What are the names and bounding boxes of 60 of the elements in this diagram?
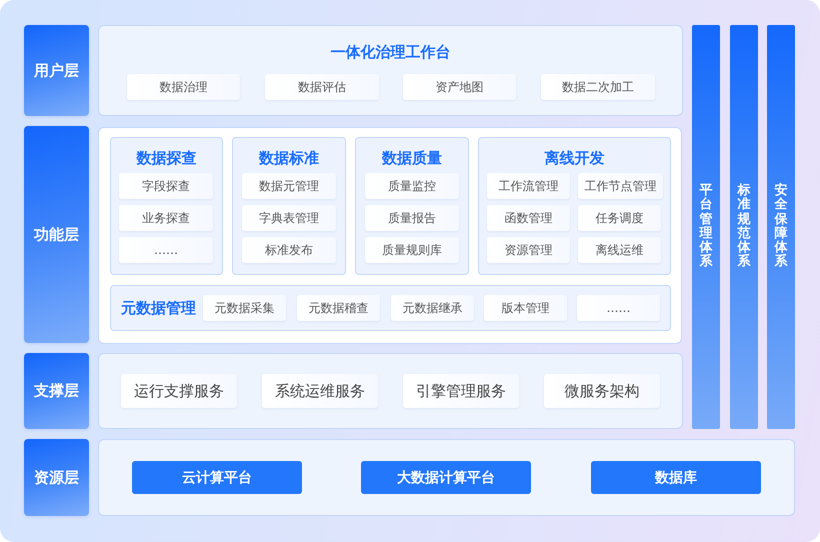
group-title: 元数据管理 — [121, 299, 196, 317]
system-bar — [692, 25, 720, 429]
system-bar — [767, 25, 795, 429]
layer-tile — [24, 439, 89, 516]
feature-tile: …… — [119, 237, 213, 263]
feature-tile: 元数据继承 — [391, 295, 474, 321]
layer-tile — [24, 25, 89, 116]
feature-tile: 标准发布 — [242, 237, 336, 263]
layer-name: 资源层 — [34, 468, 79, 487]
group-title: 离线开发 — [544, 149, 604, 167]
group-title: 数据质量 — [382, 149, 442, 167]
feature-tile: 业务探查 — [119, 205, 213, 231]
layer-name: 支撑层 — [34, 382, 79, 400]
bar-label: 安全保障体系 — [774, 184, 788, 270]
feature-tile: 工作节点管理 — [578, 173, 663, 199]
resource-tile: 大数据计算平台 — [361, 461, 531, 494]
service-tile: 微服务架构 — [544, 374, 660, 408]
feature-tile: 资源管理 — [487, 237, 570, 263]
bar-label: 标准规范体系 — [738, 184, 750, 270]
module-group — [232, 137, 346, 275]
feature-tile: 离线运维 — [578, 237, 661, 263]
layer-tile — [24, 126, 89, 343]
feature-tile: 字段探查 — [119, 173, 213, 199]
feature-tile: 工作流管理 — [487, 173, 570, 199]
layer-name: 功能层 — [34, 225, 79, 244]
service-tile: 引擎管理服务 — [403, 374, 519, 408]
feature-tile: 元数据稽查 — [297, 295, 380, 321]
panel-title: 一体化治理工作台 — [330, 43, 450, 61]
layer-panel — [98, 353, 683, 429]
module-group — [110, 285, 671, 331]
layer-tile — [24, 353, 89, 429]
group-title: 数据标准 — [259, 149, 319, 167]
feature-tile: 数据元管理 — [242, 173, 336, 199]
feature-tile: …… — [577, 295, 660, 321]
service-tile: 系统运维服务 — [262, 374, 378, 408]
feature-tile: 质量监控 — [365, 173, 459, 199]
feature-tile: 函数管理 — [487, 205, 570, 231]
module-group — [110, 137, 223, 275]
feature-tile: 字典表管理 — [242, 205, 336, 231]
module-group — [478, 137, 671, 275]
layer-panel — [98, 127, 682, 344]
layer-panel — [98, 25, 683, 116]
feature-tile: 质量报告 — [365, 205, 459, 231]
feature-tile: 版本管理 — [484, 295, 567, 321]
module-group — [355, 137, 469, 275]
feature-tile: 数据治理 — [127, 74, 240, 100]
feature-tile: 数据评估 — [265, 74, 379, 100]
feature-tile: 元数据采集 — [203, 295, 286, 321]
feature-tile: 资产地图 — [403, 74, 516, 100]
feature-tile: 质量规则库 — [365, 237, 459, 263]
service-tile: 运行支撑服务 — [121, 374, 237, 408]
bar-label: 平台管理体系 — [700, 184, 712, 270]
group-title: 数据探查 — [136, 149, 196, 167]
feature-tile: 数据二次加工 — [541, 74, 655, 100]
feature-tile: 任务调度 — [578, 205, 661, 231]
resource-tile: 云计算平台 — [132, 461, 302, 494]
layer-name: 用户层 — [34, 61, 79, 80]
layer-panel — [98, 439, 795, 516]
resource-tile: 数据库 — [591, 461, 761, 494]
system-bar — [730, 25, 758, 429]
